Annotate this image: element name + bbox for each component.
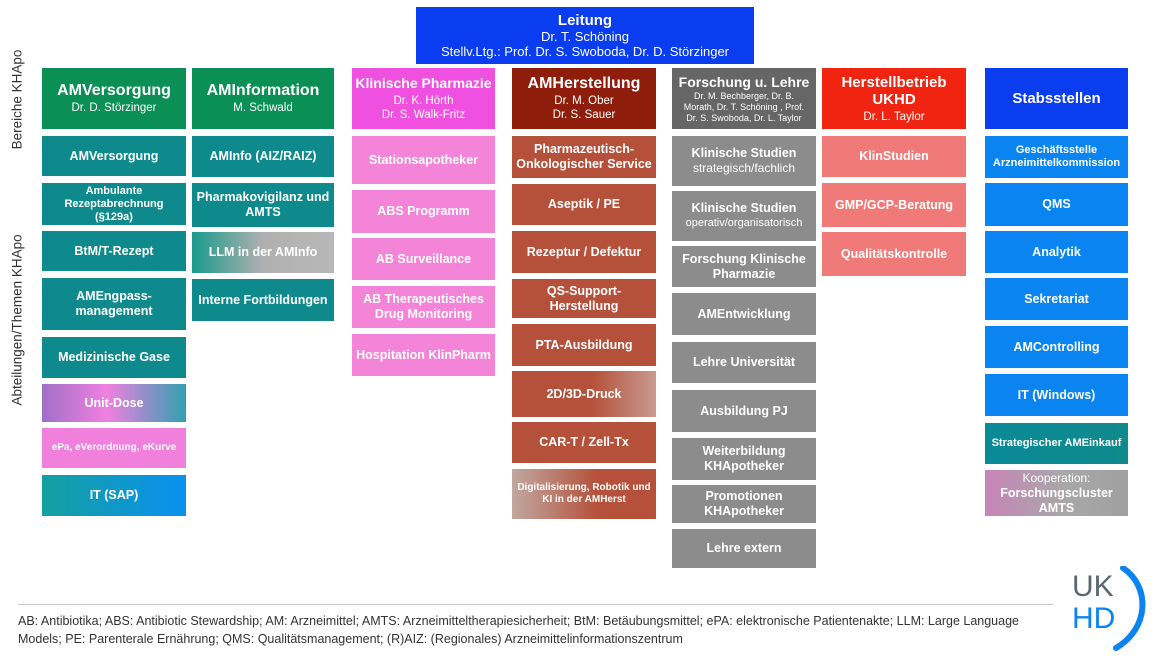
item-llm: LLM in der AMInfo [192,232,334,273]
header-sub: Morath, Dr. T. Schöning , Prof. [683,101,805,112]
item-abs: ABS Programm [352,190,495,233]
logo-arc-icon [1113,565,1146,651]
header-sub: Dr. L. Taylor [863,110,925,123]
item-amcontrolling: AMControlling [985,326,1128,368]
item-amentwicklung: AMEntwicklung [672,293,816,335]
header-klinpharm: Klinische Pharmazie Dr. K. Hörth Dr. S. … [352,68,495,129]
item-lehre-uni: Lehre Universität [672,342,816,383]
item-analytik: Analytik [985,231,1128,273]
item-digitalisierung: Digitalisierung, Robotik und KI in der A… [512,469,656,519]
header-forschung: Forschung u. Lehre Dr. M. Bechberger, Dr… [672,68,816,129]
header-sub: Dr. S. Sauer [552,109,616,121]
item-gmp: GMP/GCP-Beratung [822,183,966,227]
item-amengpass: AMEngpass-management [42,278,186,330]
item-studien-strategisch: Klinische Studien strategisch/fachlich [672,136,816,186]
item-pharmakovigilanz: Pharmakovigilanz und AMTS [192,183,334,227]
header-title: Herstellbetrieb UKHD [841,73,947,108]
item-abtdm: AB Therapeutisches Drug Monitoring [352,286,495,328]
header-amherstellung: AMHerstellung Dr. M. Ober Dr. S. Sauer [512,68,656,129]
item-sublabel: Kooperation: [1022,470,1091,485]
label-bereiche: Bereiche KHApo [9,49,25,150]
item-label: Klinische Studien [691,146,797,160]
item-epa: ePa, eVerordnung, eKurve [42,428,186,468]
item-ameinkauf: Strategischer AMEinkauf [985,423,1128,464]
header-title: Klinische Pharmazie [355,75,492,91]
header-title: Forschung u. Lehre [678,73,810,90]
item-sekretariat: Sekretariat [985,278,1128,320]
header-sub: Dr. S. Walk-Fritz [381,109,466,121]
item-hospitation: Hospitation KlinPharm [352,334,495,376]
item-lehre-extern: Lehre extern [672,529,816,568]
item-btm: BtM/T-Rezept [42,231,186,271]
item-fortbildungen: Interne Fortbildungen [192,279,334,321]
item-rezeptur: Rezeptur / Defektur [512,231,656,273]
logo-hd: HD [1072,602,1116,635]
item-qms: QMS [985,183,1128,226]
item-sublabel: strategisch/fachlich [692,161,796,175]
item-weiterbildung: Weiterbildung KHApotheker [672,438,816,480]
footer-legend: AB: Antibiotika; ABS: Antibiotic Steward… [18,614,1019,646]
header-title: Stabsstellen [1012,90,1101,107]
label-abteilungen: Abteilungen/Themen KHApo [9,234,25,406]
item-itwindows: IT (Windows) [985,374,1128,416]
leitung-title: Leitung [557,12,613,29]
item-aminfo: AMInfo (AIZ/RAIZ) [192,136,334,177]
item-geschaeftsstelle: Geschäftsstelle Arzneimittelkommission [985,136,1128,178]
header-sub: Dr. K. Hörth [393,95,454,107]
item-studien-operativ: Klinische Studien operativ/organisatoris… [672,191,816,241]
header-title: AMVersorgung [57,82,171,99]
header-title: AMInformation [206,82,320,99]
item-forschung-klinpharm: Forschung Klinische Pharmazie [672,246,816,287]
item-kooperation: Kooperation: Forschungscluster AMTS [985,470,1128,516]
logo-uk: UK [1072,570,1114,603]
item-promotionen: Promotionen KHApotheker [672,485,816,523]
item-klinstudien: KlinStudien [822,136,966,177]
item-label: Klinische Studien [691,201,797,215]
header-sub: Dr. M. Ober [554,95,614,107]
header-sub: Dr. S. Swoboda, Dr. L. Taylor [686,112,802,123]
item-aseptik: Aseptik / PE [512,184,656,225]
header-aminformation: AMInformation M. Schwald [192,68,334,129]
item-qs-support: QS-Support-Herstellung [512,279,656,318]
item-unitdose: Unit-Dose [42,384,186,422]
item-sublabel: operativ/organisatorisch [685,217,803,229]
item-onkologie: Pharmazeutisch-Onkologischer Service [512,136,656,178]
footer-divider [18,604,1053,605]
item-3ddruck: 2D/3D-Druck [512,371,656,417]
header-sub: Dr. M. Bechberger, Dr. B. [693,90,795,101]
item-absurveillance: AB Surveillance [352,238,495,280]
item-label: Forschungscluster AMTS [1000,485,1113,515]
item-medgase: Medizinische Gase [42,337,186,378]
item-stationsapotheker: Stationsapotheker [352,136,495,184]
header-amversorgung: AMVersorgung Dr. D. Störzinger [42,68,186,129]
header-stabsstellen: Stabsstellen [985,68,1128,129]
leitung-deputy: Stellv.Ltg.: Prof. Dr. S. Swoboda, Dr. D… [440,44,730,59]
item-qualitaetskontrolle: Qualitätskontrolle [822,232,966,276]
header-herstellbetrieb: Herstellbetrieb UKHD Dr. L. Taylor [822,68,966,129]
item-rezeptabrechnung: Ambulante Rezeptabrechnung (§129a) [42,183,186,225]
item-pta: PTA-Ausbildung [512,324,656,366]
item-ausbildung-pj: Ausbildung PJ [672,390,816,432]
header-title: AMHerstellung [527,75,641,92]
leitung-head: Dr. T. Schöning [541,29,629,44]
item-cart: CAR-T / Zell-Tx [512,422,656,463]
header-sub: Dr. D. Störzinger [71,102,157,114]
header-sub: M. Schwald [233,102,293,114]
ukhd-logo: UK HD [1068,565,1148,652]
item-amversorgung: AMVersorgung [42,136,186,176]
item-itsap: IT (SAP) [42,475,186,516]
leitung-box: Leitung Dr. T. Schöning Stellv.Ltg.: Pro… [416,7,754,64]
